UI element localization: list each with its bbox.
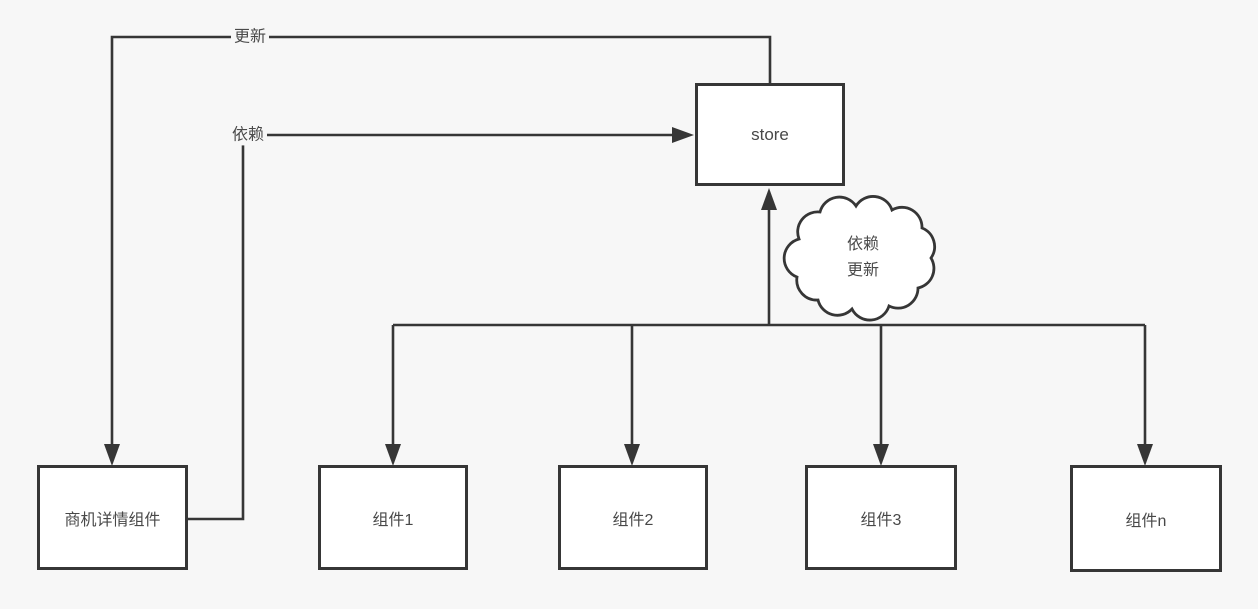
arrowhead-down-icon	[624, 444, 640, 466]
edge-depend-line	[188, 133, 676, 521]
arrowhead-up-icon	[761, 188, 777, 210]
arrowhead-right-icon	[672, 127, 694, 143]
edge-label-update: 更新	[230, 26, 270, 48]
node-opportunity-detail-label: 商机详情组件	[64, 511, 161, 529]
node-component-2: 组件2	[558, 465, 708, 570]
node-component-3: 组件3	[805, 465, 957, 570]
node-component-n: 组件n	[1070, 465, 1222, 572]
cloud-annotation-line-1: 依赖	[846, 236, 880, 253]
node-component-n-label: 组件n	[1125, 512, 1167, 530]
node-component-1: 组件1	[318, 465, 468, 570]
node-component-1-label: 组件1	[372, 511, 414, 529]
node-component-2-label: 组件2	[612, 511, 654, 529]
cloud-annotation: 依赖 更新	[847, 232, 879, 284]
node-store: store	[695, 83, 845, 186]
cloud-shape-icon	[782, 195, 936, 322]
arrowhead-down-icon	[873, 444, 889, 466]
edge-label-depend: 依赖	[228, 124, 268, 146]
node-opportunity-detail: 商机详情组件	[37, 465, 188, 570]
arrowhead-down-icon	[385, 444, 401, 466]
node-store-label: store	[751, 124, 789, 144]
cloud-annotation-line-2: 更新	[846, 262, 880, 279]
edge-update-line	[110, 35, 772, 451]
arrowhead-down-icon	[104, 444, 120, 466]
arrowhead-down-icon	[1137, 444, 1153, 466]
node-component-3-label: 组件3	[860, 511, 902, 529]
